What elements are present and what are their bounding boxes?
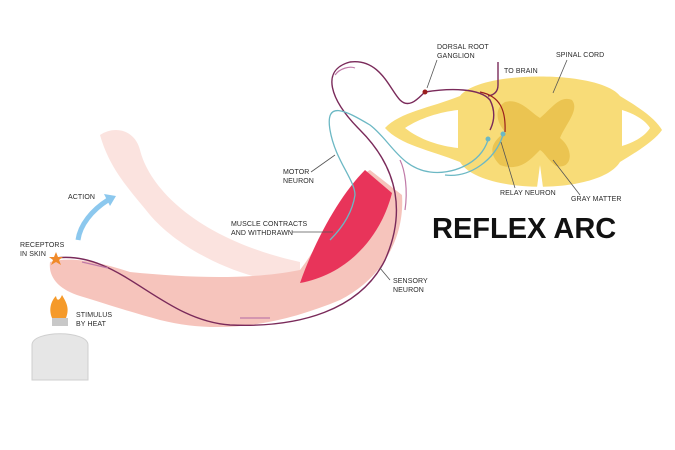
label-sensory-neuron-2: NEURON xyxy=(393,287,424,294)
label-receptors-2: IN SKIN xyxy=(20,251,46,258)
action-arrowhead-icon xyxy=(104,194,116,206)
label-stimulus-2: BY HEAT xyxy=(76,321,107,328)
leader-lines xyxy=(292,59,581,281)
label-action: ACTION xyxy=(68,194,95,201)
label-relay-neuron: RELAY NEURON xyxy=(500,190,556,197)
label-sensory-neuron-1: SENSORY xyxy=(393,278,428,285)
label-muscle-1: MUSCLE CONTRACTS xyxy=(231,221,308,228)
label-stimulus-1: STIMULUS xyxy=(76,312,112,319)
label-muscle-2: AND WITHDRAWN xyxy=(231,230,293,237)
sensory-neuron-path xyxy=(55,61,495,327)
raised-arm-faded xyxy=(100,130,300,285)
label-gray-matter: GRAY MATTER xyxy=(571,196,622,203)
motor-neuron-path xyxy=(328,109,489,241)
label-motor-neuron-2: NEURON xyxy=(283,178,314,185)
action-arrow-icon xyxy=(75,197,110,241)
label-to-brain: TO BRAIN xyxy=(504,68,538,75)
label-receptors-1: RECEPTORS xyxy=(20,242,65,249)
label-spinal-cord: SPINAL CORD xyxy=(556,52,604,59)
dorsal-root-ganglion-dot xyxy=(422,89,428,95)
muscle xyxy=(300,170,392,283)
relay-neuron-path xyxy=(479,91,506,133)
burner-neck xyxy=(52,318,68,326)
arm xyxy=(49,170,403,328)
flame-icon xyxy=(50,295,68,318)
direction-arrow-icon xyxy=(81,261,109,269)
label-dorsal-root-ganglion-1: DORSAL ROOT xyxy=(437,44,489,51)
diagram-title: REFLEX ARC xyxy=(432,213,616,245)
motor-neuron-path-2 xyxy=(444,134,504,176)
burner-icon xyxy=(31,333,89,381)
synapse-dot xyxy=(485,136,491,142)
label-dorsal-root-ganglion-2: GANGLION xyxy=(437,53,475,60)
receptor-star-icon xyxy=(49,252,63,265)
gray-matter xyxy=(492,98,575,168)
direction-arrow-icon xyxy=(399,159,407,211)
label-motor-neuron-1: MOTOR xyxy=(283,169,309,176)
synapse-dot xyxy=(500,131,506,137)
direction-arrow-icon xyxy=(334,66,356,76)
